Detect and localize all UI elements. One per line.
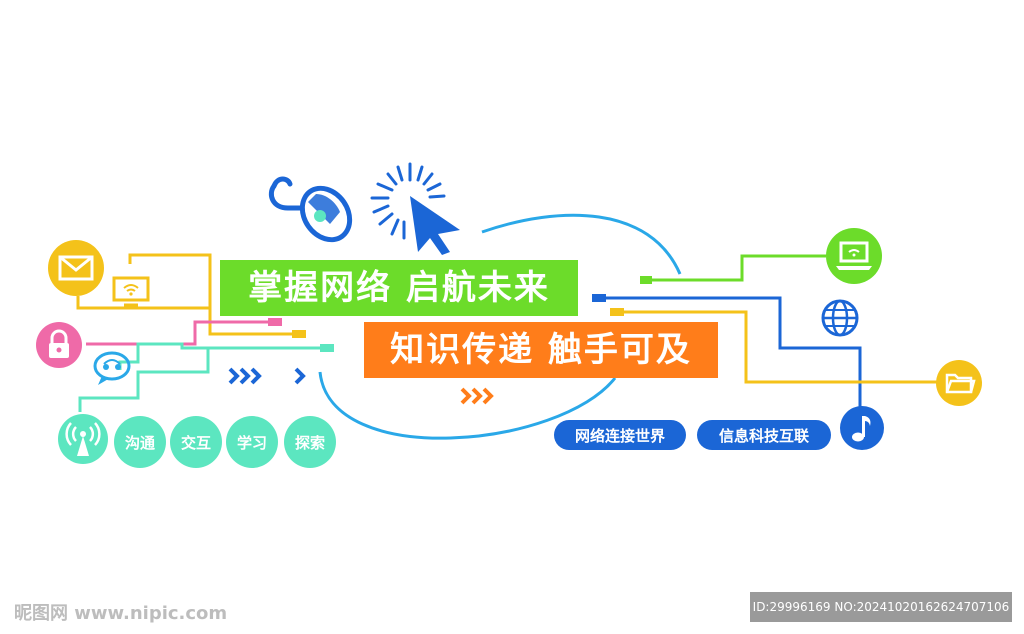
music-note-icon [840,406,884,450]
watermark-left: 昵图网 www.nipic.com [14,603,228,624]
chat-bubble-icon [93,351,131,385]
globe-icon [821,299,859,337]
bubble-goutong: 沟通 [114,416,166,468]
wifi-monitor-icon [112,276,150,307]
mouse-icon [268,176,353,243]
banner-bottom: 知识传递 触手可及 [364,322,718,378]
laptop-icon [826,228,882,284]
chevron-arrows-orange-icon [460,387,494,405]
pill-info-tech: 信息科技互联 [697,420,831,450]
lock-icon [36,322,82,368]
pill-network-world: 网络连接世界 [554,420,686,450]
mail-icon [48,240,104,296]
broadcast-icon [58,414,108,464]
chevron-arrows-icon [228,367,306,385]
bubble-tansuo: 探索 [284,416,336,468]
cursor-click-icon [370,162,460,255]
folder-icon [936,360,982,406]
bubble-jiaohu: 交互 [170,416,222,468]
bubble-xuexi: 学习 [226,416,278,468]
watermark-right: ID:29996169 NO:20241020162624707106 [750,592,1012,622]
banner-top: 掌握网络 启航未来 [220,260,578,316]
